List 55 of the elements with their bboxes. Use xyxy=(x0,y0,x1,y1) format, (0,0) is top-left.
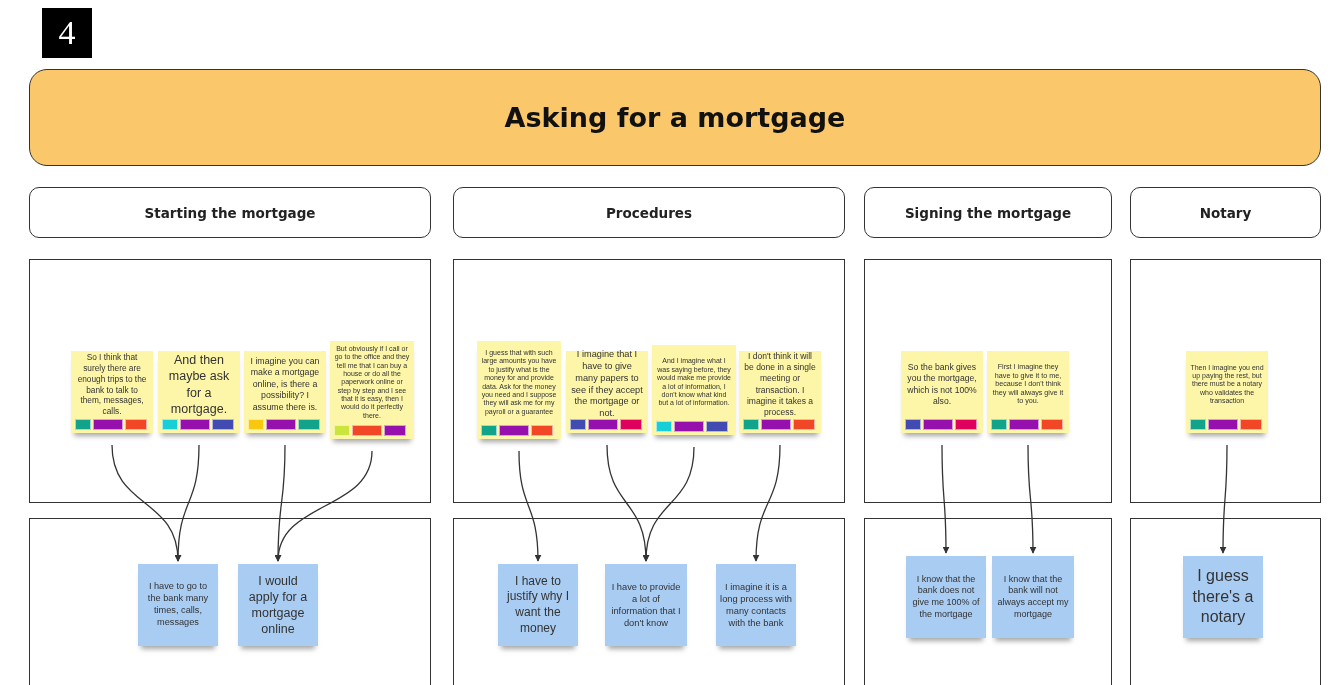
arrow xyxy=(752,444,781,562)
sticky-note xyxy=(716,564,796,646)
sticky-note xyxy=(244,351,326,433)
panel xyxy=(864,518,1112,685)
arrow xyxy=(642,446,695,562)
panel xyxy=(1130,259,1321,503)
note-text: I imagine that I have to give many papers to see if they accept the mortgage or not. xyxy=(570,348,644,421)
panel xyxy=(453,518,845,685)
note-text: I know that the bank will not always accept my mortgage xyxy=(996,573,1070,621)
note-text: I don't think it will be done in a single meeting or transaction. I imagine it takes a process. xyxy=(743,351,817,418)
sticky-note xyxy=(158,351,240,433)
column-header: Starting the mortgage xyxy=(29,187,431,238)
sticky-note xyxy=(238,564,318,646)
panel xyxy=(864,259,1112,503)
panel xyxy=(453,259,845,503)
sticky-note xyxy=(987,351,1069,433)
step-number: 4 xyxy=(42,8,92,58)
sticky-note xyxy=(901,351,983,433)
panel xyxy=(1130,518,1321,685)
arrow xyxy=(174,444,200,562)
arrow xyxy=(941,444,950,554)
sticky-note xyxy=(605,564,687,646)
sticky-note xyxy=(566,351,648,433)
note-text: I know that the bank does not give me 100% of the mortgage xyxy=(911,573,981,621)
column-header: Procedures xyxy=(453,187,845,238)
sticky-note xyxy=(330,341,414,439)
arrow xyxy=(518,450,542,562)
sticky-note xyxy=(477,341,561,439)
note-text: I have to provide a lot of information that I don't know xyxy=(610,580,682,630)
sticky-note xyxy=(906,556,986,638)
note-text: I have to go to the bank many times, calls, messages xyxy=(146,581,210,629)
note-text: I imagine it is a long process with many contacts with the bank xyxy=(720,580,792,630)
note-text: So I think that surely there are enough trips to the bank to talk to them, messages, calls. xyxy=(76,352,148,417)
panel xyxy=(29,518,431,685)
arrow xyxy=(1219,444,1228,554)
panel xyxy=(29,259,431,503)
sticky-note xyxy=(71,351,153,433)
arrow xyxy=(275,450,373,562)
note-text: I imagine you can make a mortgage online, is there a possibility? I assume there is. xyxy=(249,355,321,414)
sticky-note xyxy=(138,564,218,646)
note-text: I would apply for a mortgage online xyxy=(247,572,309,638)
sticky-note xyxy=(1186,351,1268,433)
sticky-note xyxy=(498,564,578,646)
column-header: Notary xyxy=(1130,187,1321,238)
column-header: Signing the mortgage xyxy=(864,187,1112,238)
title-banner: Asking for a mortgage xyxy=(29,69,1321,166)
sticky-note xyxy=(739,351,821,433)
sticky-note xyxy=(1183,556,1263,638)
arrow xyxy=(1027,444,1037,554)
note-text: I guess there's a notary xyxy=(1191,565,1255,628)
note-text: And then maybe ask for a mortgage. xyxy=(167,352,231,417)
note-text: So the bank gives you the mortgage, which is not 100% also. xyxy=(906,362,978,407)
sticky-note xyxy=(652,345,736,435)
note-text: I have to justify why I want the money xyxy=(505,573,570,637)
sticky-note xyxy=(992,556,1074,638)
